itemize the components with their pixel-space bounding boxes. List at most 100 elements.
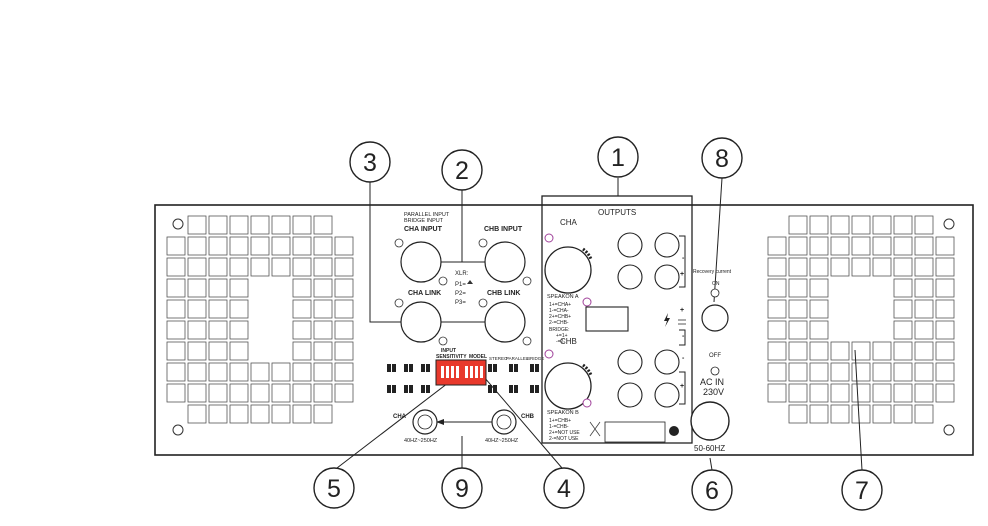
vent-cell bbox=[830, 362, 850, 382]
vent-cell bbox=[788, 299, 808, 319]
vent-cell bbox=[830, 257, 850, 277]
plus-mark: + bbox=[680, 383, 684, 390]
vent-cell bbox=[166, 320, 186, 340]
screw bbox=[544, 233, 554, 243]
binding-post-cha-1[interactable] bbox=[617, 232, 643, 258]
reset-button-indicator[interactable] bbox=[710, 288, 720, 298]
rack-screw-holes bbox=[172, 218, 955, 436]
xlr-p2: P2= bbox=[455, 291, 466, 297]
vent-cell bbox=[809, 236, 829, 256]
screw bbox=[582, 398, 592, 408]
speakon-a-connector[interactable] bbox=[544, 246, 592, 294]
vent-cell bbox=[334, 299, 354, 319]
vent-cell bbox=[313, 299, 333, 319]
switch-position-glyph bbox=[493, 385, 497, 393]
vent-cell bbox=[250, 236, 270, 256]
power-on-label: ON bbox=[712, 281, 720, 287]
screw bbox=[438, 276, 448, 286]
vent-cell bbox=[229, 404, 249, 424]
switch-position-glyph bbox=[387, 385, 391, 393]
crossover-chb-label: CHB bbox=[521, 414, 535, 420]
vent-cell bbox=[914, 236, 934, 256]
speakon-b-title: SPEAKON B bbox=[547, 410, 579, 416]
switch-position-glyph bbox=[392, 364, 396, 372]
polarity-marks: - + + - - + bbox=[680, 255, 685, 390]
chb-link-label: CHB LINK bbox=[487, 290, 520, 297]
speakon-b-connector[interactable] bbox=[544, 362, 592, 410]
speakon-a-pin-line: 2+=CHB+ bbox=[549, 314, 571, 320]
chb-input-xlr-connector[interactable] bbox=[484, 241, 526, 283]
vent-cell bbox=[788, 236, 808, 256]
vent-cell bbox=[851, 236, 871, 256]
vent-cell bbox=[809, 362, 829, 382]
vent-cell bbox=[893, 215, 913, 235]
vent-cell bbox=[767, 257, 787, 277]
switch-position-glyph bbox=[404, 364, 408, 372]
binding-post-cha-3[interactable] bbox=[617, 264, 643, 290]
switch-position-glyph bbox=[488, 364, 492, 372]
binding-post-chb-2[interactable] bbox=[654, 349, 680, 375]
cha-link-xlr-connector[interactable] bbox=[400, 301, 442, 343]
binding-post-cha-2[interactable] bbox=[654, 232, 680, 258]
binding-post-chb-3[interactable] bbox=[617, 382, 643, 408]
vent-cell bbox=[872, 257, 892, 277]
bracket bbox=[679, 371, 686, 405]
vent-cell bbox=[187, 257, 207, 277]
cha-input-xlr-connector[interactable] bbox=[400, 241, 442, 283]
speakon-a-pin-line: 2-=CHB- bbox=[549, 320, 569, 326]
vent-cell bbox=[334, 278, 354, 298]
chb-link-xlr-connector[interactable] bbox=[484, 301, 526, 343]
vent-cell bbox=[292, 257, 312, 277]
bridge-line: -=2- bbox=[556, 339, 565, 345]
vent-cell bbox=[166, 383, 186, 403]
vent-cell bbox=[935, 320, 955, 340]
vent-cell bbox=[914, 257, 934, 277]
vent-cell bbox=[809, 257, 829, 277]
vent-cell bbox=[893, 278, 913, 298]
outputs-chb-label: CHB bbox=[560, 337, 577, 346]
vent-cell bbox=[271, 257, 291, 277]
vent-cell bbox=[809, 215, 829, 235]
speakon-b-pin-line: 2-=NOT USE bbox=[549, 436, 579, 442]
vent-cell bbox=[166, 341, 186, 361]
vent-cell bbox=[872, 383, 892, 403]
cha-knob-center bbox=[417, 414, 433, 430]
vent-cell bbox=[788, 362, 808, 382]
binding-post-chb-4[interactable] bbox=[654, 382, 680, 408]
vent-cell bbox=[292, 404, 312, 424]
vent-cell bbox=[767, 383, 787, 403]
vent-cell bbox=[767, 341, 787, 361]
ac-power-inlet[interactable] bbox=[690, 401, 730, 441]
vent-cell bbox=[334, 257, 354, 277]
screw bbox=[478, 238, 488, 248]
vent-cell bbox=[271, 236, 291, 256]
crossover-cha-label: CHA bbox=[393, 414, 407, 420]
vent-cell bbox=[788, 257, 808, 277]
screw bbox=[582, 297, 592, 307]
vent-cell bbox=[292, 341, 312, 361]
switch-position-glyph bbox=[509, 385, 513, 393]
input-sensitivity-label: INPUT bbox=[441, 348, 456, 354]
voltage-label: 230V bbox=[703, 387, 724, 397]
vent-cell bbox=[851, 404, 871, 424]
switch-position-glyph bbox=[530, 364, 534, 372]
vent-cell bbox=[250, 257, 270, 277]
frequency-label: 50-60HZ bbox=[694, 444, 725, 453]
dip-lever bbox=[470, 366, 473, 378]
dip-lever bbox=[456, 366, 459, 378]
vent-cell bbox=[187, 236, 207, 256]
vent-cell bbox=[229, 278, 249, 298]
callout-circle bbox=[349, 141, 391, 183]
speakon-a-title: SPEAKON A bbox=[547, 294, 579, 300]
vent-cell bbox=[914, 299, 934, 319]
binding-post-cha-4[interactable] bbox=[654, 264, 680, 290]
minus-mark: - bbox=[682, 355, 685, 362]
vent-cell bbox=[292, 278, 312, 298]
leader-line bbox=[336, 369, 466, 469]
vent-cell bbox=[767, 278, 787, 298]
binding-post-chb-1[interactable] bbox=[617, 349, 643, 375]
breaker-reset-button[interactable] bbox=[701, 304, 729, 332]
vent-cell bbox=[313, 215, 333, 235]
vent-cell bbox=[271, 362, 291, 382]
